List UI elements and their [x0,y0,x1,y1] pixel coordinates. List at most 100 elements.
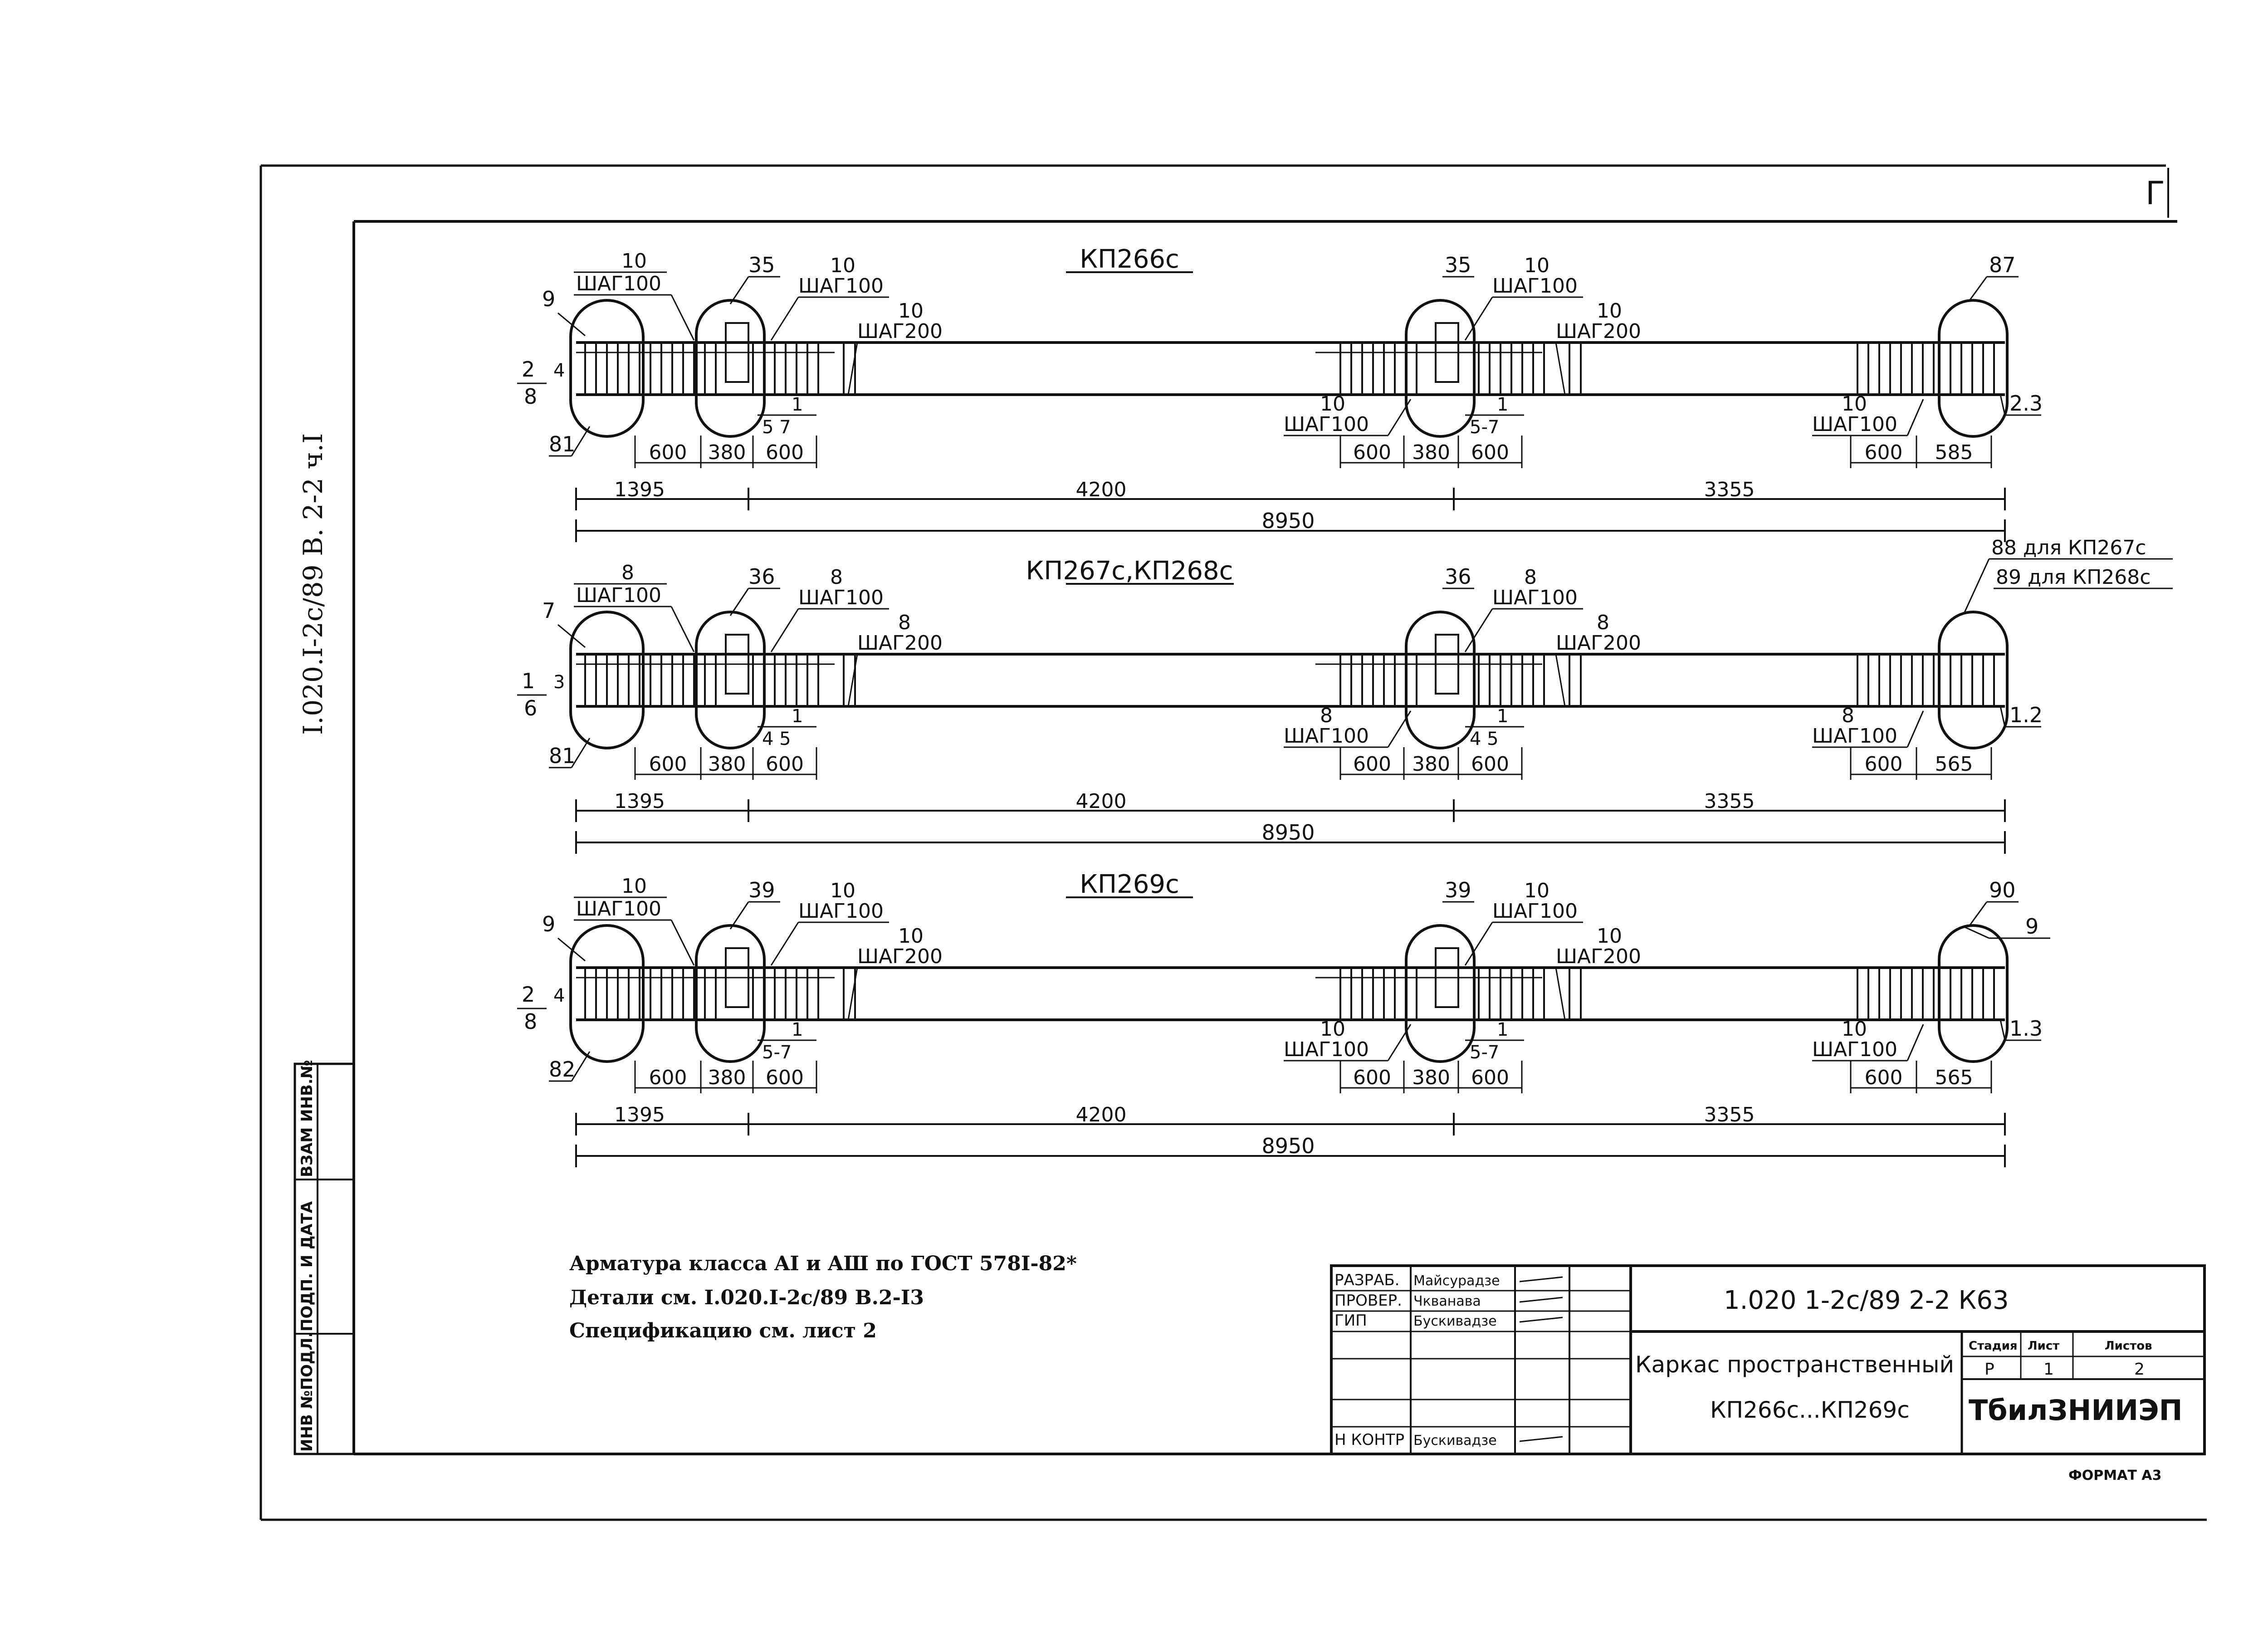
leader [1968,901,1988,927]
sep-diameter-top: 10 [621,250,647,273]
ratio-top: 2 [522,357,535,382]
joint-sep-left: 10 [830,254,855,277]
sep-diameter-mid: 10 [898,925,924,948]
joint-pitch-mid: ШАГ100 [1492,274,1578,298]
joint-oval-left [695,611,766,749]
sub-label-mid-2: 4 5 [1470,729,1499,749]
embedded-plate [1435,634,1459,695]
stamp-inv-repl: ВЗАМ ИНВ.№ [298,1060,316,1177]
leader [670,294,695,341]
sub-label-mid-2: 5-7 [1470,417,1499,438]
dim-segment-value: 4200 [1076,790,1127,813]
sep-pitch-top: ШАГ100 [576,897,661,920]
mid-pitch-below: ШАГ100 [1284,1038,1369,1061]
sheet-value: 1 [2043,1360,2054,1379]
leader [1999,706,2006,727]
leader [1968,276,1988,302]
joint-sep-mid: 10 [1524,254,1549,277]
dim-total-value: 8950 [1261,1134,1315,1158]
right-top-mark: 87 [1989,253,2016,277]
dim-small-value: 600 [1865,753,1903,776]
sheets-value: 2 [2134,1360,2145,1379]
leader [571,426,591,456]
dim-segment-value: 3355 [1704,478,1755,501]
joint-mark-left: 39 [748,878,775,902]
joint-mark-left: 35 [748,253,775,277]
leader [1906,1024,1924,1061]
mid-pitch-below: ШАГ100 [1284,724,1369,748]
dim-small-value: 600 [649,1066,687,1089]
dim-small-value: 380 [708,1066,746,1089]
sep-pitch-mid-2: ШАГ200 [1556,631,1641,655]
joint-mark-left: 36 [748,564,775,589]
leader [770,297,799,341]
dim-segment-value: 1395 [614,478,665,501]
embedded-plate [725,947,749,1008]
name-2: Чкванава [1413,1293,1481,1309]
leader [1906,710,1924,748]
leader [1387,1024,1412,1061]
dim-small-value: 380 [1412,441,1450,464]
joint-oval-right-end [1938,299,2009,438]
right-sep-below: 8 [1842,704,1854,727]
name-6: Бускивадзе [1413,1433,1497,1449]
sep-diameter-mid-2: 8 [1597,611,1609,634]
sep-pitch-mid-2: ШАГ200 [1556,320,1641,343]
title-line-1: Каркас пространственный [1635,1351,1954,1378]
dim-total-value: 8950 [1261,820,1315,845]
role-1: РАЗРАБ. [1334,1271,1399,1289]
dim-segment-value: 3355 [1704,790,1755,813]
sep-diameter-mid: 10 [898,299,924,323]
dim-small-value: 585 [1935,441,1973,464]
embedded-plate [725,322,749,383]
sep-pitch-mid: ШАГ200 [857,320,943,343]
sep-diameter-top: 10 [621,875,647,898]
sep-pitch-mid: ШАГ200 [857,945,943,968]
joint-pitch-mid: ШАГ100 [1492,586,1578,609]
leader [770,922,799,966]
sub-label-left: 1 [792,1019,803,1040]
dim-segment-value: 4200 [1076,1103,1127,1126]
right-note-1: 9 [2025,914,2038,939]
leader [1387,399,1412,436]
role-6: Н КОНТР [1334,1431,1404,1449]
right-pitch-below: ШАГ100 [1812,413,1897,436]
leader [557,937,586,962]
name-3: Бускивадзе [1413,1313,1497,1329]
dim-small-value: 600 [766,441,804,464]
signature-mark [1519,1436,1563,1442]
stage-header: Стадия [1969,1339,2018,1353]
leader [1963,558,1990,614]
leader [1964,926,1989,939]
sub-label-mid-2: 5-7 [1470,1042,1499,1063]
leader [571,738,591,768]
mid-pitch-below: ШАГ100 [1284,413,1369,436]
ratio-top: 2 [522,982,535,1007]
joint-sep-mid: 8 [1524,566,1537,589]
side-label: I.020.I-2c/89 В. 2-2 ч.I [298,433,328,735]
right-sep-below: 10 [1842,1018,1867,1041]
dim-small-value: 380 [1412,753,1450,776]
format-label: ФОРМАТ А3 [2068,1468,2161,1483]
joint-oval-left-end [569,611,645,749]
sub-label-left-2: 5 7 [762,417,791,438]
sheet-header: Лист [2028,1339,2059,1353]
ratio-mid: 4 [553,985,565,1006]
sub-label-mid: 1 [1497,1019,1508,1040]
sep-pitch-mid-2: ШАГ200 [1556,945,1641,968]
dim-small-value: 565 [1935,1066,1973,1089]
joint-oval-right-end [1938,611,2009,749]
name-1: Майсурадзе [1413,1273,1500,1289]
leader [1464,922,1493,966]
sub-label-mid: 1 [1497,394,1508,415]
sub-label-left-2: 5-7 [762,1042,792,1063]
right-top-mark: 90 [1989,878,2016,902]
leader [1999,1019,2006,1041]
sep-diameter-mid-2: 10 [1597,299,1622,323]
leader [729,588,749,616]
dim-small-value: 600 [1471,753,1509,776]
leader [670,606,695,652]
